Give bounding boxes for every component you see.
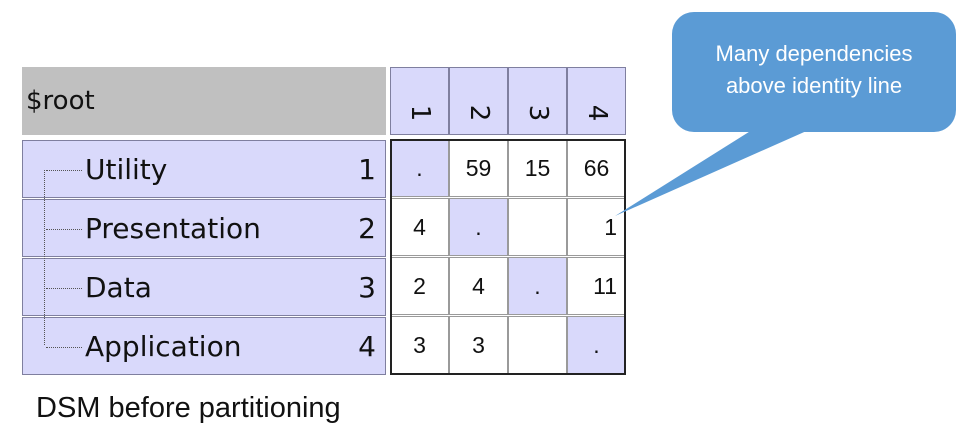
row-name: Presentation: [85, 212, 261, 245]
row-index: 3: [358, 271, 376, 304]
column-header-label: 4: [581, 104, 612, 122]
row-index: 2: [358, 212, 376, 245]
tree-connector: [46, 229, 82, 230]
matrix-cell-2-2[interactable]: .: [449, 198, 508, 256]
column-header-label: 1: [404, 104, 435, 122]
row-utility[interactable]: Utility 1: [22, 140, 386, 198]
row-name: Data: [85, 271, 152, 304]
column-header-label: 2: [463, 104, 494, 122]
tree-connector: [46, 288, 82, 289]
matrix-cell-3-3[interactable]: .: [508, 257, 567, 315]
column-header-1: 1: [390, 67, 449, 135]
matrix-cell-3-4[interactable]: 11: [567, 257, 626, 315]
row-name: Application: [85, 330, 242, 363]
row-application[interactable]: Application 4: [22, 317, 386, 375]
callout-bubble: [672, 12, 956, 132]
matrix-cell-4-3[interactable]: [508, 316, 567, 374]
row-presentation[interactable]: Presentation 2: [22, 199, 386, 257]
row-name: Utility: [85, 153, 168, 186]
column-header-label: 3: [522, 104, 553, 122]
tree-trunk: [44, 170, 45, 345]
row-index: 4: [358, 330, 376, 363]
matrix-cell-2-3[interactable]: [508, 198, 567, 256]
matrix-cell-1-3[interactable]: 15: [508, 139, 567, 197]
root-header: $root: [22, 67, 386, 135]
matrix-cell-3-2[interactable]: 4: [449, 257, 508, 315]
column-header-2: 2: [449, 67, 508, 135]
matrix-frame: [390, 139, 626, 375]
column-header-3: 3: [508, 67, 567, 135]
row-index: 1: [358, 153, 376, 186]
matrix-cell-1-2[interactable]: 59: [449, 139, 508, 197]
column-header-4: 4: [567, 67, 626, 135]
matrix-cell-4-2[interactable]: 3: [449, 316, 508, 374]
row-data[interactable]: Data 3: [22, 258, 386, 316]
matrix-cell-3-1[interactable]: 2: [390, 257, 449, 315]
callout-text: Many dependencies above identity line: [715, 41, 913, 98]
matrix-cell-2-1[interactable]: 4: [390, 198, 449, 256]
tree-connector: [46, 170, 82, 171]
caption: DSM before partitioning: [36, 392, 341, 424]
tree-connector: [46, 347, 82, 348]
